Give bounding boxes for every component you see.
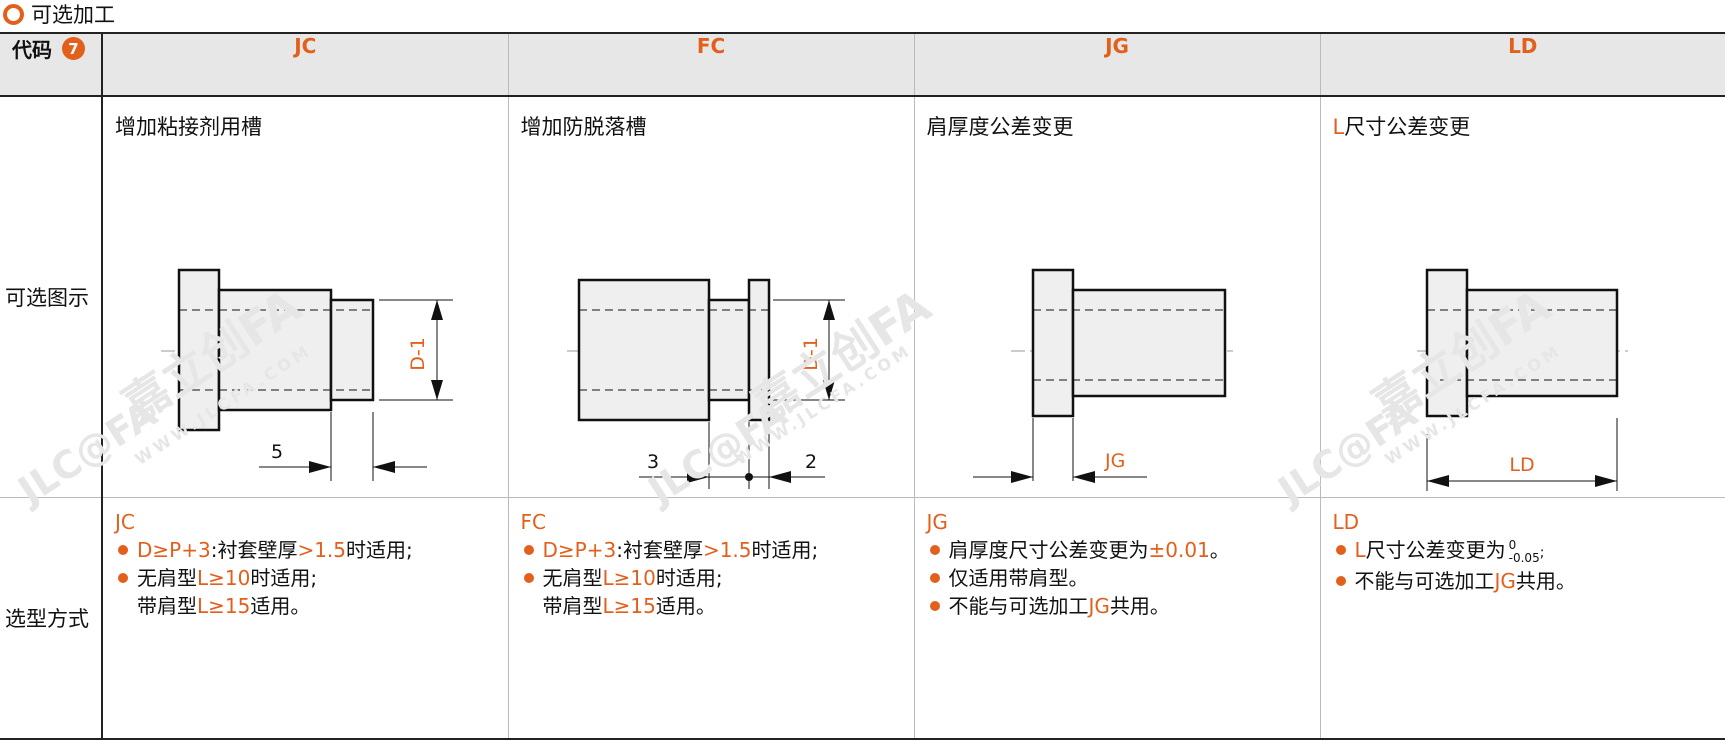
bushing-drawing-fc: D-1 3 2: [509, 97, 915, 497]
col-code-jg: JG: [1105, 34, 1129, 58]
selection-row-label: 选型方式: [0, 607, 89, 631]
col-code-jc: JC: [294, 34, 316, 58]
list-item: 无肩型L≥10时适用;带肩型L≥15适用。: [521, 564, 914, 620]
figure-cell-ld: L尺寸公差变更 LD: [1320, 96, 1725, 498]
figure-cell-jg: 肩厚度公差变更 JG: [914, 96, 1320, 498]
sel-code-fc: FC: [521, 508, 914, 536]
list-item: 不能与可选加工JG共用。: [1333, 567, 1725, 595]
col-code-ld: LD: [1508, 34, 1537, 58]
dim-label-fc-d: D-1: [800, 337, 822, 371]
code-label: 代码: [12, 34, 52, 63]
list-item: 无肩型L≥10时适用;带肩型L≥15适用。: [115, 564, 508, 620]
col-header-jg: JG: [914, 33, 1320, 96]
selection-row: 选型方式 JC D≥P+3:衬套壁厚>1.5时适用; 无肩型L≥10时适用;带肩…: [0, 498, 1725, 740]
section-title: 可选加工: [0, 0, 115, 28]
figure-row: 可选图示 增加粘接剂用槽: [0, 96, 1725, 498]
dim-label-fc-a: 3: [647, 451, 659, 473]
sel-code-jc: JC: [115, 508, 508, 536]
list-item: D≥P+3:衬套壁厚>1.5时适用;: [115, 536, 508, 564]
list-item: 仅适用带肩型。: [927, 564, 1320, 592]
selection-cell-jc: JC D≥P+3:衬套壁厚>1.5时适用; 无肩型L≥10时适用;带肩型L≥15…: [102, 498, 508, 740]
step-badge: 7: [62, 37, 85, 60]
figure-row-label-cell: 可选图示: [0, 96, 102, 498]
ring-bullet-icon: [3, 4, 24, 25]
figure-cell-fc: 增加防脱落槽: [508, 96, 914, 498]
dim-label-ld: LD: [1509, 454, 1534, 476]
selection-row-label-cell: 选型方式: [0, 498, 102, 740]
bushing-drawing-jg: JG: [915, 97, 1321, 497]
dim-label-jc-w: 5: [271, 441, 283, 463]
col-header-jc: JC: [102, 33, 508, 96]
dim-label-jc-d: D-1: [407, 337, 429, 371]
sel-code-jg: JG: [927, 508, 1320, 536]
selection-cell-jg: JG 肩厚度尺寸公差变更为±0.01。 仅适用带肩型。 不能与可选加工JG共用。: [914, 498, 1320, 740]
code-header-cell: 代码 7: [0, 33, 102, 96]
list-item: 不能与可选加工JG共用。: [927, 592, 1320, 620]
figure-row-label: 可选图示: [0, 286, 89, 310]
dim-label-jg: JG: [1104, 450, 1125, 472]
bushing-drawing-ld: LD: [1321, 97, 1725, 497]
tolerance-stack: 0-0.05: [1509, 539, 1540, 565]
list-item: 肩厚度尺寸公差变更为±0.01。: [927, 536, 1320, 564]
option-table: 代码 7 JC FC JG LD 可选图示 增加粘接剂用槽: [0, 32, 1725, 740]
list-item: D≥P+3:衬套壁厚>1.5时适用;: [521, 536, 914, 564]
selection-cell-fc: FC D≥P+3:衬套壁厚>1.5时适用; 无肩型L≥10时适用;带肩型L≥15…: [508, 498, 914, 740]
dim-label-fc-b: 2: [805, 451, 817, 473]
col-header-fc: FC: [508, 33, 914, 96]
bushing-drawing-jc: D-1 5: [103, 97, 509, 497]
col-code-fc: FC: [697, 34, 725, 58]
header-row: 代码 7 JC FC JG LD: [0, 33, 1725, 96]
section-title-text: 可选加工: [31, 0, 115, 29]
col-header-ld: LD: [1320, 33, 1725, 96]
sel-code-ld: LD: [1333, 508, 1725, 536]
figure-cell-jc: 增加粘接剂用槽: [102, 96, 508, 498]
